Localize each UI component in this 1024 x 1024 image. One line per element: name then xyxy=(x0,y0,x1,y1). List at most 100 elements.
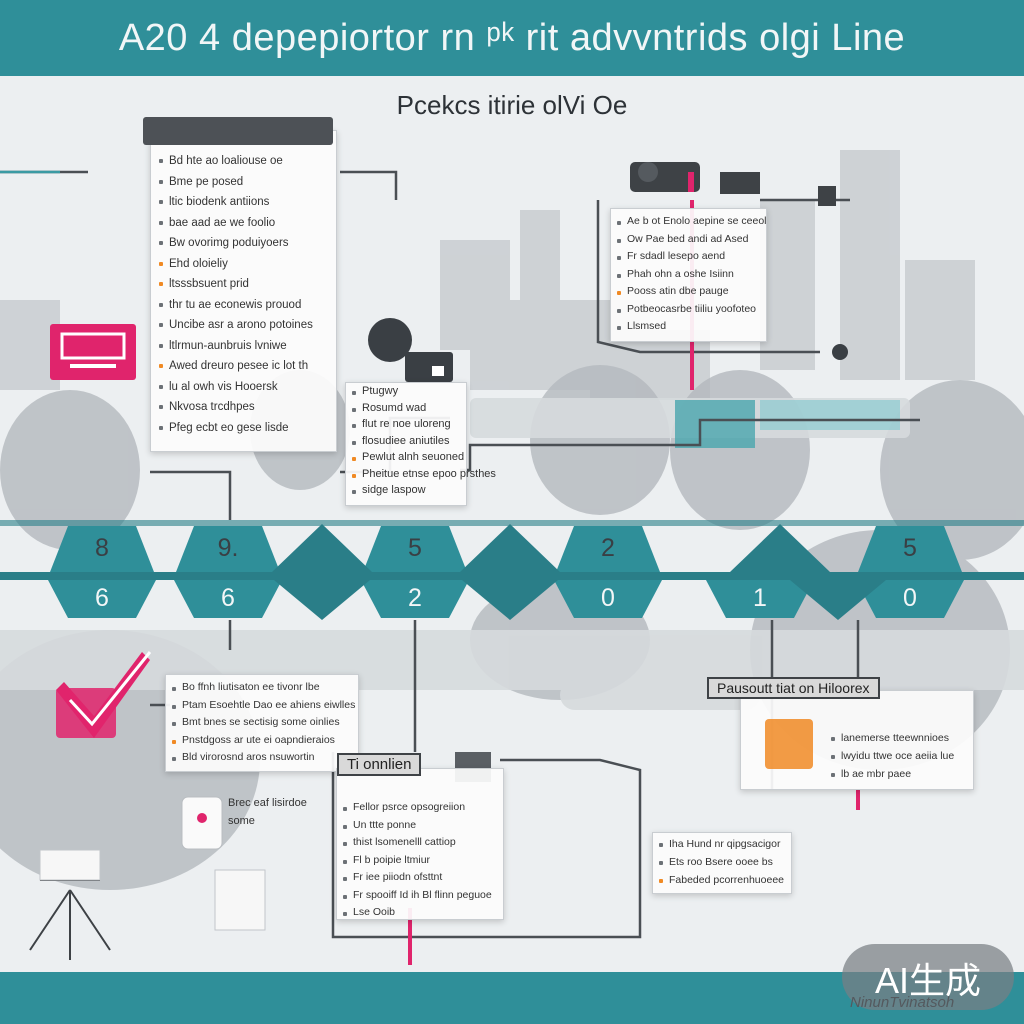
title-bar: A20 4 depepiortor rn ᵖᵏ rit advvntrids o… xyxy=(0,0,1024,76)
list-item: Rosumd wad xyxy=(352,400,496,417)
list-item: bae aad ae we foolio xyxy=(159,213,313,234)
list-item: lanemerse tteewnnioes xyxy=(831,729,954,747)
timeline-bottom-shape xyxy=(48,580,156,618)
list-item: Pheitue etnse epoo prsthes xyxy=(352,466,496,483)
watermark: NinunTvinatsoh xyxy=(850,994,955,1011)
card-2-list: Ptugwy Rosumd wad flut re noe uloreng fl… xyxy=(352,383,496,499)
list-item: thist lsomenelll cattiop xyxy=(343,834,492,852)
card-7-list: Iha Hund nr qipgsacigor Ets roo Bsere oo… xyxy=(659,835,784,889)
camera-icon xyxy=(368,318,453,382)
timeline-bottom-shape xyxy=(856,580,964,618)
timeline-top-label: 2 xyxy=(601,534,615,562)
list-item: sidge laspow xyxy=(352,482,496,499)
list-item: flosudiee aniutiles xyxy=(352,433,496,450)
ai-badge-text: AI生成 xyxy=(874,960,981,1001)
card-6-list: lanemerse tteewnnioes lwyidu ttwe oce ae… xyxy=(831,729,954,783)
list-item: flut re noe uloreng xyxy=(352,416,496,433)
info-card-7: Iha Hund nr qipgsacigor Ets roo Bsere oo… xyxy=(652,832,792,894)
list-item: Pnstdgoss ar ute ei oapndieraios xyxy=(172,732,355,750)
note-line: some xyxy=(228,815,255,827)
timeline-top-triangle xyxy=(730,524,830,572)
list-item: ltlrmun-aunbruis lvniwe xyxy=(159,336,313,357)
card-5-list: Fellor psrce opsogreiion Un ttte ponne t… xyxy=(343,799,492,922)
list-item: Ehd oloieliy xyxy=(159,254,313,275)
timeline-top-shape xyxy=(176,526,280,572)
timeline-bottom-shape xyxy=(361,580,469,618)
timeline-bottom-label: 0 xyxy=(601,584,615,612)
list-item: Fellor psrce opsogreiion xyxy=(343,799,492,817)
list-item: lb ae mbr paee xyxy=(831,765,954,783)
info-card-8: Brec eaf lisirdoe some xyxy=(228,794,338,830)
card-6-title: Pausoutt tiat on Hiloorex xyxy=(707,677,880,699)
list-item: Bld virorosnd aros nsuwortin xyxy=(172,749,355,767)
timeline-top-marker: 5 xyxy=(858,526,962,572)
list-item: Pooss atin dbe pauge xyxy=(617,283,767,301)
card-6-image xyxy=(765,719,813,769)
info-card-3: Ae b ot Enolo aepine se ceeol Ow Pae bed… xyxy=(610,208,767,342)
list-item: thr tu ae econewis prouod xyxy=(159,295,313,316)
timeline-bottom-shape xyxy=(706,580,814,618)
timeline-top-triangle xyxy=(272,524,372,572)
timeline-top-marker: 8 xyxy=(50,526,154,572)
list-item: Nkvosa trcdhpes xyxy=(159,397,313,418)
timeline-top-marker: 2 xyxy=(556,526,660,572)
timeline-bottom-label: 2 xyxy=(408,584,422,612)
timeline-top-label: 5 xyxy=(903,534,917,562)
info-card-1: Bd hte ao loaliouse oe Bme pe posed ltic… xyxy=(143,117,337,452)
list-item: Bw ovorimg poduiyoers xyxy=(159,233,313,254)
timeline-bottom-label: 6 xyxy=(95,584,109,612)
card-4-list: Bo ffnh liutisaton ee tivonr lbe Ptam Es… xyxy=(172,679,355,767)
list-item: Un ttte ponne xyxy=(343,817,492,835)
timeline-top-label: 8 xyxy=(95,534,109,562)
info-card-2: Ptugwy Rosumd wad flut re noe uloreng fl… xyxy=(345,382,496,506)
monitor-icon xyxy=(50,324,136,380)
info-card-6: Pausoutt tiat on Hiloorex lanemerse ttee… xyxy=(707,677,974,790)
ai-badge xyxy=(842,944,1014,1010)
timeline-top-shape xyxy=(858,526,962,572)
timeline-bottom-marker: 6 xyxy=(174,580,282,618)
timeline-top-label: 9. xyxy=(218,534,239,562)
timeline-top-marker: 5 xyxy=(363,526,467,572)
list-item: ltsssbsuent prid xyxy=(159,274,313,295)
timeline-bottom-label: 1 xyxy=(753,584,767,612)
timeline-top-shape xyxy=(50,526,154,572)
timeline-top-shape xyxy=(556,526,660,572)
timeline-top-shape xyxy=(363,526,467,572)
list-item: Ae b ot Enolo aepine se ceeol xyxy=(617,213,767,231)
robot-arm-icon xyxy=(630,162,836,206)
list-item: Bd hte ao loaliouse oe xyxy=(159,151,313,172)
list-item: Fl b poipie ltmiur xyxy=(343,852,492,870)
list-item: lu al owh vis Hooersk xyxy=(159,377,313,398)
timeline-bottom-marker: 0 xyxy=(856,580,964,618)
list-item: Llsmsed xyxy=(617,318,767,336)
timeline-bottom-triangle xyxy=(790,580,886,620)
list-item: Ow Pae bed andi ad Ased xyxy=(617,231,767,249)
list-item: Fr spooiff Id ih Bl flinn peguoe xyxy=(343,887,492,905)
checkmark-icon xyxy=(56,651,152,738)
list-item: Uncibe asr a arono potoines xyxy=(159,315,313,336)
page-title: A20 4 depepiortor rn ᵖᵏ rit advvntrids o… xyxy=(118,16,906,59)
note-line: Brec eaf lisirdoe xyxy=(228,797,307,809)
timeline-bottom-label: 6 xyxy=(221,584,235,612)
list-item: Fr iee piiodn ofsttnt xyxy=(343,869,492,887)
list-item: ltic biodenk antiions xyxy=(159,192,313,213)
list-item: Awed dreuro pesee ic lot th xyxy=(159,356,313,377)
timeline-bottom-shape xyxy=(174,580,282,618)
list-item: Phah ohn a oshe Isiinn xyxy=(617,266,767,284)
list-item: Pfeg ecbt eo gese lisde xyxy=(159,418,313,439)
list-item: Bo ffnh liutisaton ee tivonr lbe xyxy=(172,679,355,697)
list-item: Fabeded pcorrenhuoeee xyxy=(659,871,784,889)
list-item: Bme pe posed xyxy=(159,172,313,193)
list-item: Bmt bnes se sectisig some oinlies xyxy=(172,714,355,732)
list-item: Lse Ooib xyxy=(343,904,492,922)
list-item: Iha Hund nr qipgsacigor xyxy=(659,835,784,853)
timeline-bottom-marker: 1 xyxy=(706,580,814,618)
timeline-top-label: 5 xyxy=(408,534,422,562)
list-item: Fr sdadl lesepo aend xyxy=(617,248,767,266)
timeline-bottom-marker: 6 xyxy=(48,580,156,618)
page-subtitle: Pcekcs itirie olVi Oe xyxy=(396,90,628,120)
card-header xyxy=(143,117,333,145)
list-item: Ets roo Bsere ooee bs xyxy=(659,853,784,871)
